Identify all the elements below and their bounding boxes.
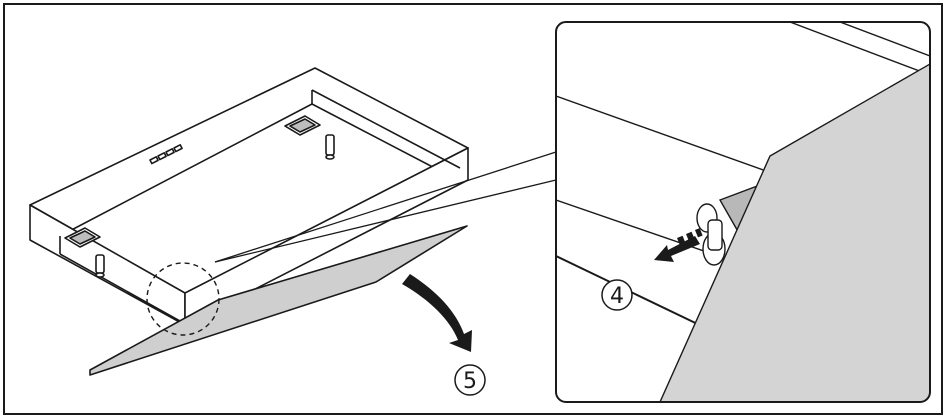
grease-filter-clip-left [64,227,101,248]
grease-filter-panel [89,225,468,376]
hood-unit [29,67,469,331]
detail-edge-line-top-1 [789,22,930,76]
zoom-detail-circle [146,262,220,336]
grease-filter-clip-right [284,115,321,136]
mounting-pin-left [95,254,105,278]
pull-latch-arrow [654,228,703,262]
detail-edge-line-1 [556,95,781,177]
step-5-marker: 5 [454,364,486,396]
detail-edge-line-3 [556,255,711,331]
detail-edge-line-2 [556,199,731,261]
hood-inner-edge-front [59,253,197,331]
step-4-label: 4 [610,284,624,309]
zoom-connector [214,151,557,263]
detail-edge-line-top-2 [839,22,930,57]
rotate-down-arrow [402,274,472,352]
step-4-marker: 4 [601,279,633,311]
control-panel-buttons [149,144,183,165]
detail-view: 4 [555,21,931,403]
hood-inner-edge-right [311,89,461,169]
detail-latch-knob [696,203,726,266]
detail-view-border [555,21,931,403]
step-5-label: 5 [463,369,477,394]
mounting-pin-right [325,134,335,160]
detail-filter-panel [658,62,930,402]
